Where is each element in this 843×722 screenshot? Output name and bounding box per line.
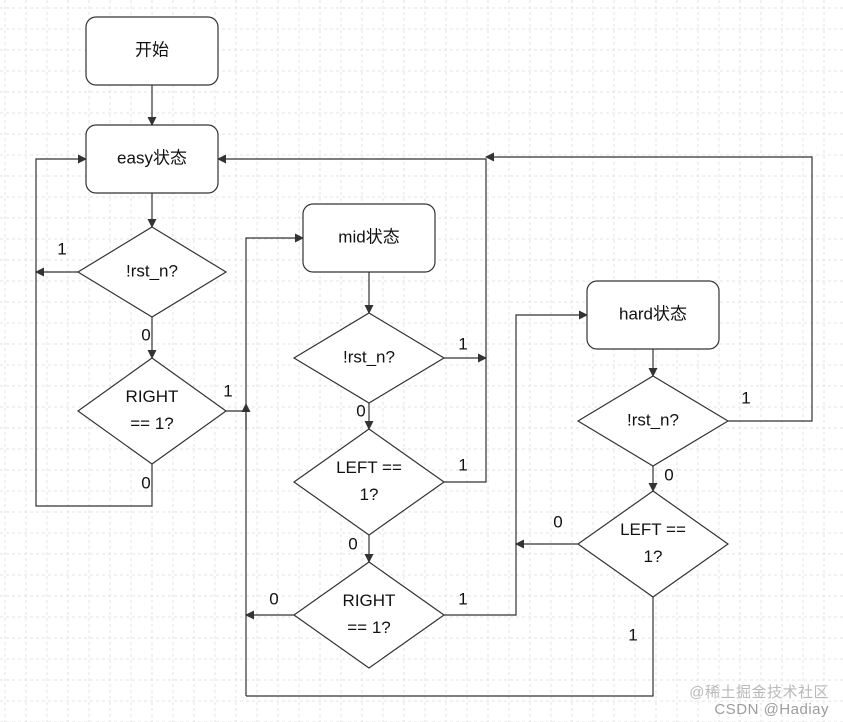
edge-label-mid-right-yes: 1 — [458, 589, 467, 608]
edge-label-hard-rst-no: 0 — [664, 465, 673, 484]
edge-mid-right-yes — [444, 310, 588, 616]
node-text-line: hard状态 — [619, 304, 687, 323]
node-text-line: 1? — [360, 485, 379, 504]
edge-label-easy-right-yes: 1 — [223, 381, 232, 400]
process-box — [302, 203, 436, 273]
edge-label-mid-left-yes: 1 — [458, 455, 467, 474]
edge-label-mid-left-no: 0 — [348, 534, 357, 553]
edge-label-easy-rst-no: 0 — [141, 325, 150, 344]
node-mid-rst: !rst_n? — [292, 312, 446, 404]
watermark-juejin: @稀土掘金技术社区 — [689, 684, 829, 701]
node-text-line: RIGHT — [343, 591, 396, 610]
node-easy-right: RIGHT == 1? — [76, 357, 228, 465]
edge-hard-left-yes — [246, 597, 654, 697]
node-text-line: RIGHT — [126, 387, 179, 406]
edge-mid-left-yes — [444, 358, 487, 483]
node-hard-left: LEFT == 1? — [576, 490, 730, 598]
edge-label-mid-rst-yes: 1 — [458, 334, 467, 353]
node-easy-rst: !rst_n? — [76, 226, 228, 318]
node-easy: easy状态 — [85, 124, 219, 194]
decision-diamond — [576, 375, 730, 467]
decision-diamond — [292, 312, 446, 404]
watermark-csdn: CSDN @Hadiay — [714, 701, 829, 718]
process-box — [85, 16, 219, 86]
node-mid-right: RIGHT == 1? — [292, 561, 446, 669]
node-hard: hard状态 — [586, 280, 720, 350]
decision-diamond — [576, 490, 730, 598]
nodes-layer: 开始 easy状态 !rst_n? RIGHT == 1? mid状态 !rst_n? LEF… — [76, 16, 730, 669]
node-text-line: !rst_n? — [627, 410, 679, 429]
edge-label-easy-right-no: 0 — [141, 473, 150, 492]
decision-diamond — [76, 226, 228, 318]
node-text-line: == 1? — [347, 618, 391, 637]
process-box — [85, 124, 219, 194]
edge-label-hard-rst-yes: 1 — [741, 388, 750, 407]
node-start: 开始 — [85, 16, 219, 86]
decision-diamond — [292, 428, 446, 536]
edge-to-mid-vertical — [245, 233, 304, 696]
node-text-line: LEFT == — [620, 520, 686, 539]
decision-diamond — [76, 357, 228, 465]
node-hard-rst: !rst_n? — [576, 375, 730, 467]
node-text-line: 1? — [644, 547, 663, 566]
node-mid: mid状态 — [302, 203, 436, 273]
node-text-line: !rst_n? — [343, 347, 395, 366]
edge-label-mid-rst-no: 0 — [356, 401, 365, 420]
node-text-line: LEFT == — [336, 458, 402, 477]
decision-diamond — [292, 561, 446, 669]
edge-label-hard-left-no: 0 — [553, 512, 562, 531]
node-text-line: easy状态 — [117, 148, 187, 167]
edge-label-hard-left-yes: 1 — [628, 625, 637, 644]
edge-easy-right-no-loop — [35, 154, 153, 507]
node-text-line: !rst_n? — [126, 261, 178, 280]
node-text-line: mid状态 — [338, 227, 399, 246]
edge-hard-rst-yes — [485, 152, 813, 422]
node-text-line: 开始 — [135, 40, 169, 59]
process-box — [586, 280, 720, 350]
edge-label-mid-right-no: 0 — [269, 589, 278, 608]
node-text-line: == 1? — [130, 414, 174, 433]
node-mid-left: LEFT == 1? — [292, 428, 446, 536]
edges-layer — [35, 85, 813, 697]
edge-labels-layer: 1 0 1 0 1 0 1 0 1 0 1 0 0 1 — [57, 239, 750, 644]
edge-label-easy-rst-yes: 1 — [57, 239, 66, 258]
